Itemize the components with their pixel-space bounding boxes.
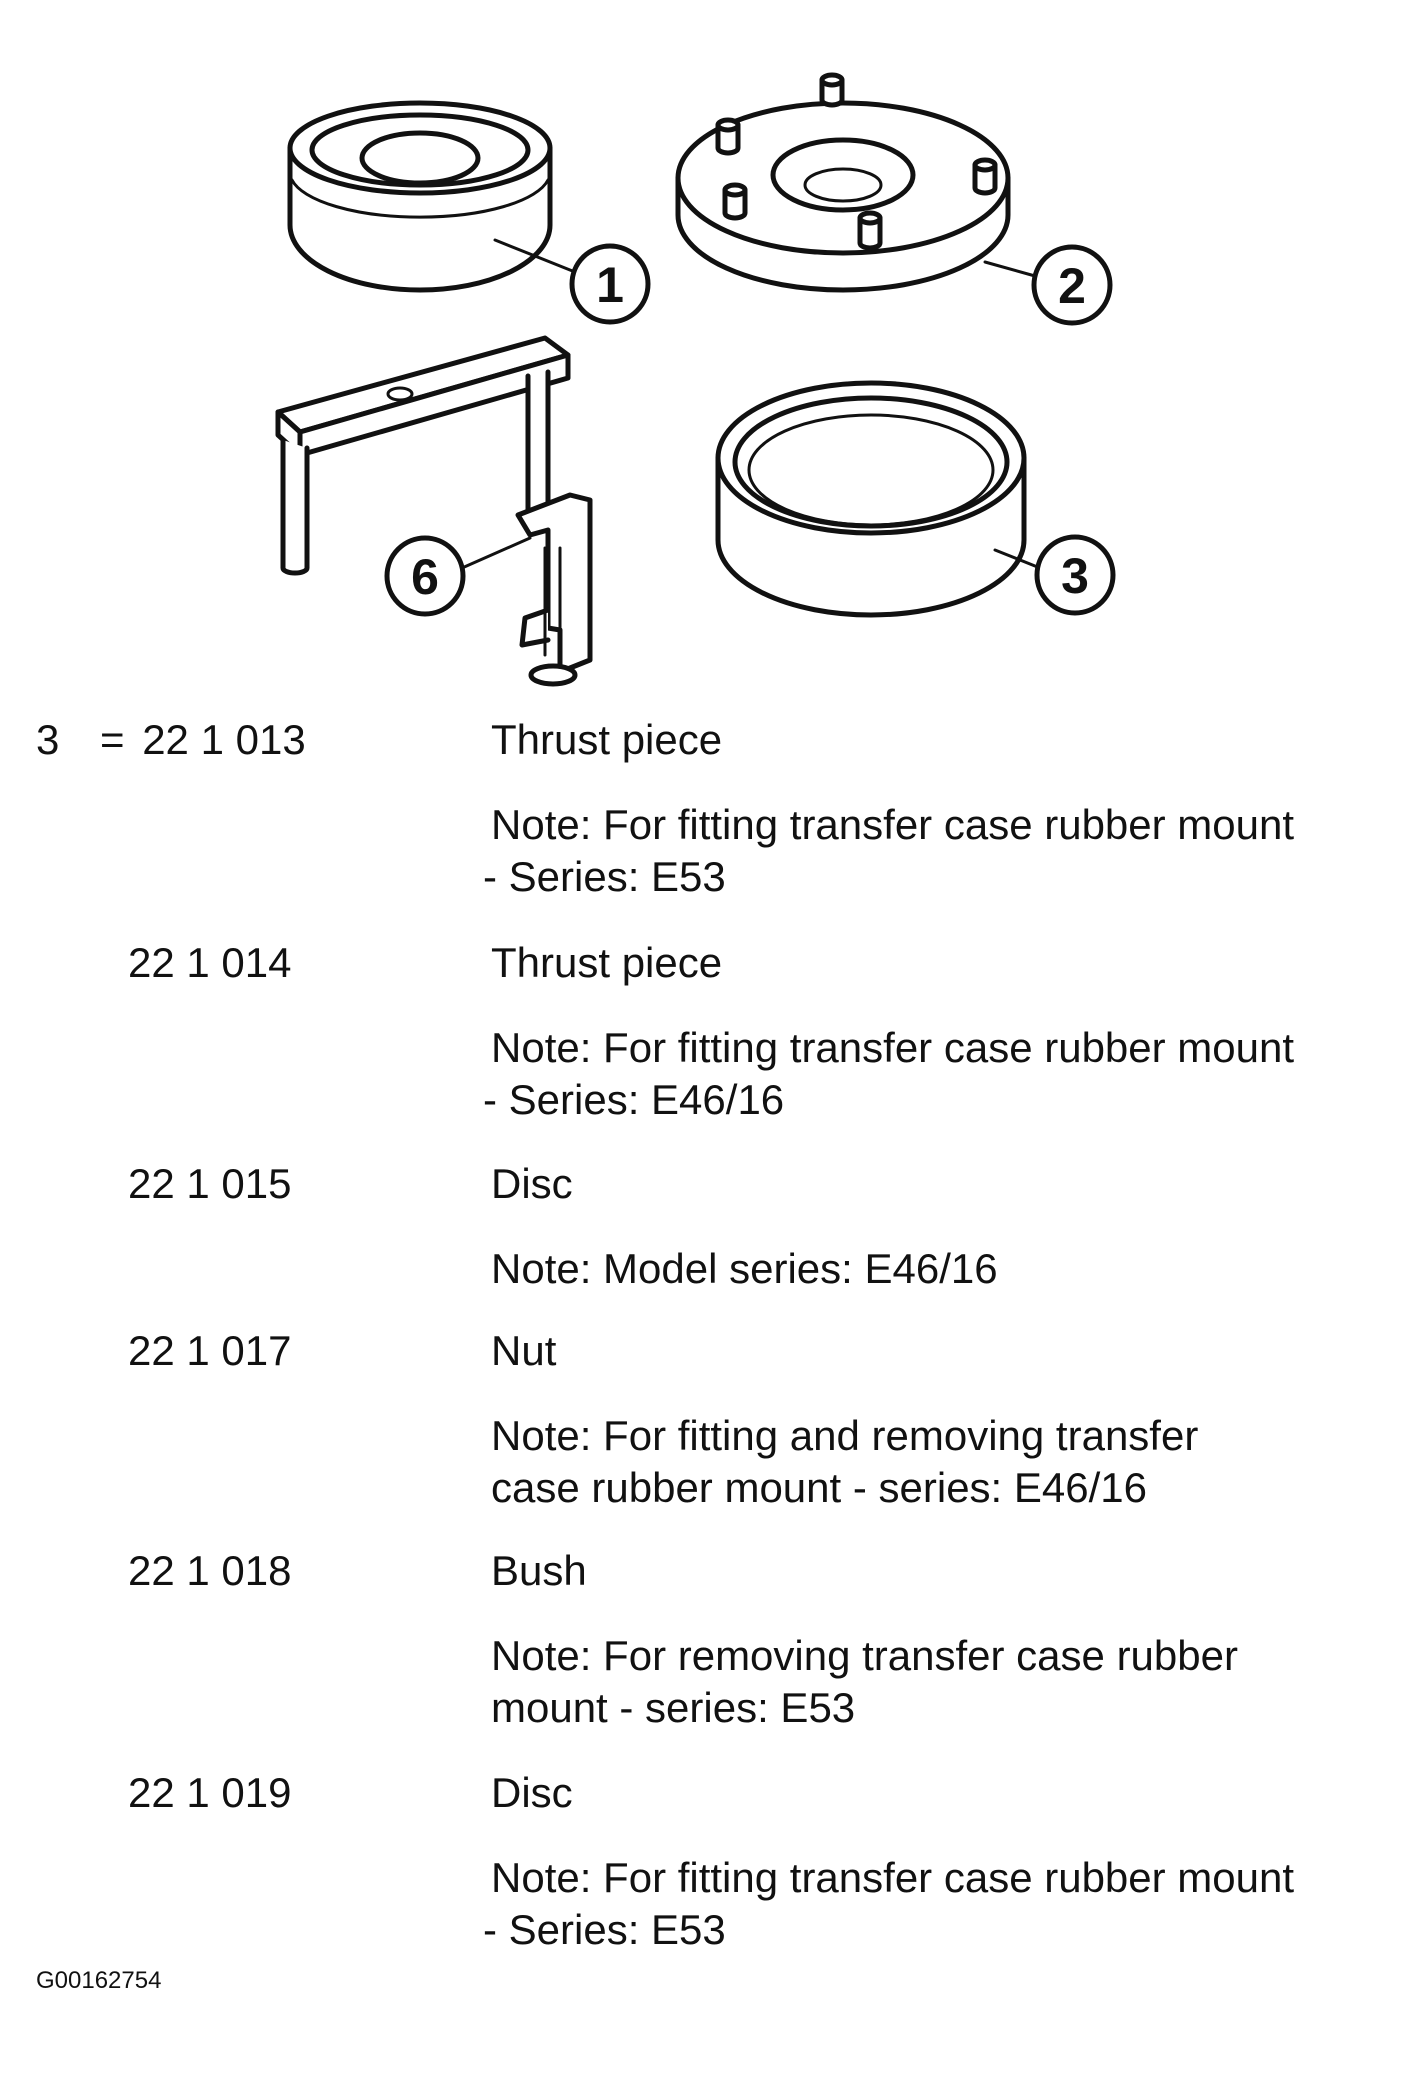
callout-2: 2	[1031, 244, 1113, 326]
note-line: mount - series: E53	[491, 1684, 856, 1731]
note-line: Note: For fitting transfer case rubber m…	[491, 1024, 1295, 1071]
item-note: Note: For fitting transfer case rubber m…	[483, 1022, 1391, 1126]
part-number: 22 1 017	[128, 1327, 292, 1374]
tool-1-thrust-piece	[287, 100, 577, 293]
item-note: Note: For fitting transfer case rubber m…	[483, 799, 1391, 903]
callout-1: 1	[569, 243, 651, 325]
part-number: 22 1 015	[128, 1160, 292, 1207]
callout-2-label: 2	[1058, 258, 1086, 314]
part-number: 22 1 018	[128, 1547, 292, 1594]
callout-3: 3	[1034, 534, 1116, 616]
note-line: - Series: E46/16	[483, 1076, 785, 1123]
item-name: Thrust piece	[491, 716, 723, 763]
part-number: 22 1 014	[128, 939, 292, 986]
item-index: 3	[36, 716, 60, 763]
item-part-number: 3 = 22 1 013	[36, 714, 306, 766]
part-number: 22 1 019	[128, 1769, 292, 1816]
tool-3-ring	[715, 380, 1042, 618]
note-line: Note: For fitting transfer case rubber m…	[491, 1854, 1295, 1901]
note-line: Note: Model series: E46/16	[491, 1245, 998, 1292]
callout-6: 6	[384, 535, 466, 617]
item-name: Disc	[491, 1769, 573, 1816]
special-tools-illustration: 1 2 3	[275, 72, 1116, 687]
callout-6-label: 6	[411, 549, 439, 605]
item-name: Thrust piece	[491, 939, 723, 986]
item-name: Bush	[491, 1547, 587, 1594]
note-line: - Series: E53	[483, 853, 726, 900]
item-equals: =	[100, 716, 125, 763]
figure-reference-code: G00162754	[36, 1967, 162, 1994]
note-line: - Series: E53	[483, 1906, 726, 1953]
note-line: Note: For fitting transfer case rubber m…	[491, 801, 1295, 848]
tool-6-bridge-clamp	[275, 335, 593, 687]
item-note: Note: For fitting transfer case rubber m…	[483, 1852, 1391, 1956]
item-note: Note: For removing transfer case rubber …	[491, 1630, 1391, 1734]
tool-2-disc	[675, 72, 1037, 293]
part-number: 22 1 013	[142, 716, 306, 763]
item-name: Disc	[491, 1160, 573, 1207]
callout-1-label: 1	[596, 257, 624, 313]
callout-3-label: 3	[1061, 548, 1089, 604]
note-line: case rubber mount - series: E46/16	[491, 1464, 1148, 1511]
item-name: Nut	[491, 1327, 557, 1374]
note-line: Note: For fitting and removing transfer	[491, 1412, 1199, 1459]
item-note: Note: Model series: E46/16	[491, 1243, 1391, 1295]
item-note: Note: For fitting and removing transfer …	[491, 1410, 1391, 1514]
note-line: Note: For removing transfer case rubber	[491, 1632, 1238, 1679]
